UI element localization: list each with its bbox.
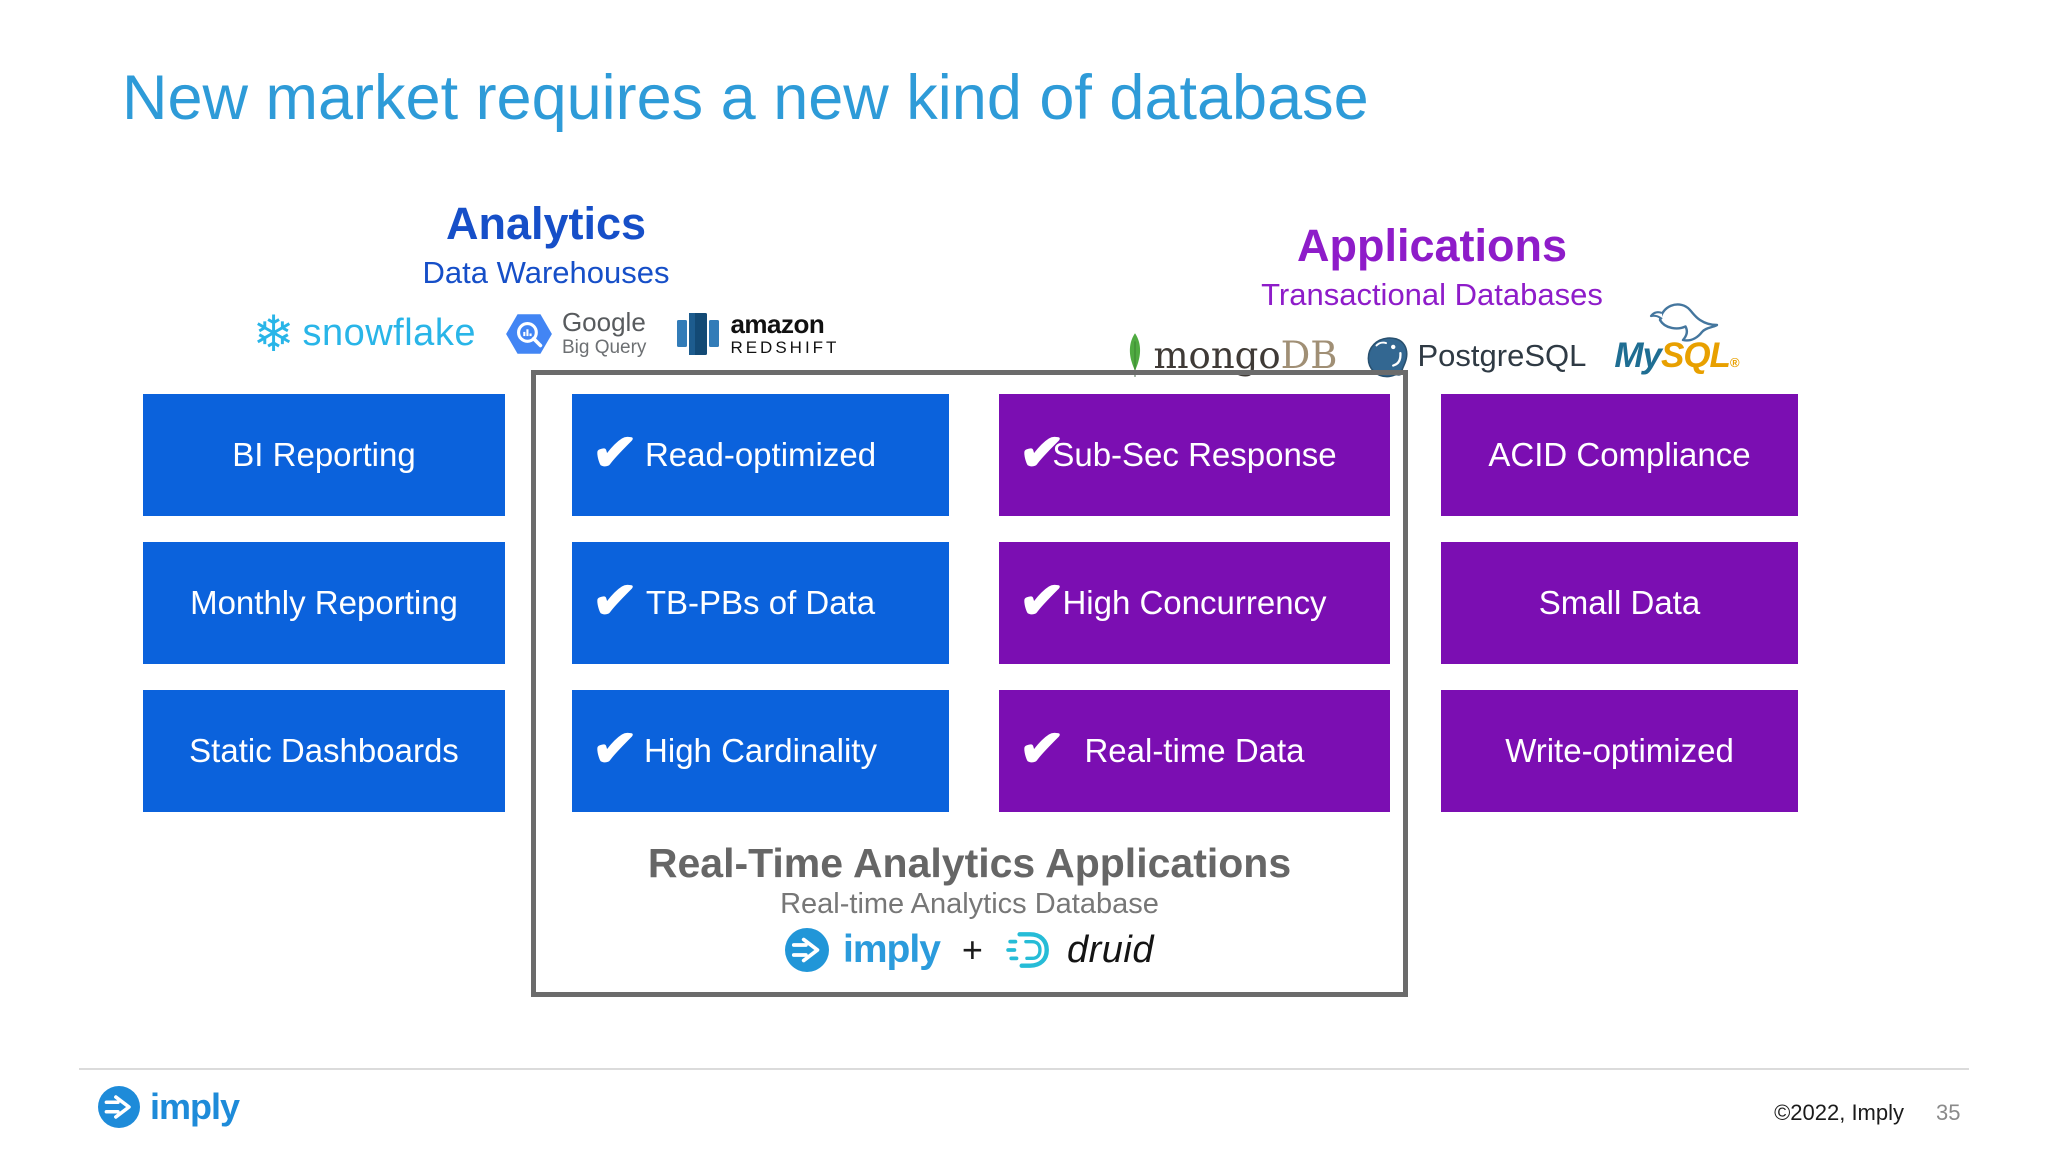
box-read-optimized: ✔ Read-optimized bbox=[572, 394, 949, 516]
redshift-wordmark: REDSHIFT bbox=[730, 337, 840, 357]
box-bi-reporting: BI Reporting bbox=[143, 394, 505, 516]
mysql-dolphin-icon bbox=[1650, 302, 1719, 342]
box-real-time-data: ✔ Real-time Data bbox=[999, 690, 1390, 812]
postgresql-logo: PostgreSQL bbox=[1365, 333, 1586, 379]
applications-subheading: Transactional Databases bbox=[1261, 276, 1603, 312]
analytics-heading: Analytics bbox=[445, 198, 647, 249]
amazon-wordmark: amazon bbox=[730, 308, 825, 339]
box-tb-pbs-of-data: ✔ TB-PBs of Data bbox=[572, 542, 949, 664]
imply-footer-wordmark: imply bbox=[150, 1086, 240, 1127]
page-title: New market requires a new kind of databa… bbox=[122, 63, 1369, 133]
copyright-text: ©2022, Imply bbox=[1774, 1100, 1904, 1125]
check-icon: ✔ bbox=[589, 717, 640, 781]
box-label: Write-optimized bbox=[1505, 732, 1734, 769]
frame-caption-logos: imply + druid bbox=[531, 926, 1408, 974]
plus-sign: + bbox=[961, 929, 983, 970]
box-label: BI Reporting bbox=[232, 436, 416, 473]
box-monthly-reporting: Monthly Reporting bbox=[143, 542, 505, 664]
check-icon: ✔ bbox=[1016, 569, 1067, 633]
bigquery-hexagon-icon bbox=[506, 313, 552, 354]
postgresql-wordmark: PostgreSQL bbox=[1417, 337, 1587, 373]
real-time-analytics-frame bbox=[531, 370, 1408, 997]
imply-circle-icon bbox=[785, 928, 830, 972]
applications-logo-row: mongoDB PostgreSQL MySQL® bbox=[1032, 302, 1832, 385]
druid-icon bbox=[1006, 932, 1049, 968]
box-label: Sub-Sec Response bbox=[1052, 436, 1337, 473]
box-high-cardinality: ✔ High Cardinality bbox=[572, 690, 949, 812]
box-label: Static Dashboards bbox=[189, 732, 459, 769]
box-sub-sec-response: ✔ Sub-Sec Response bbox=[999, 394, 1390, 516]
check-icon: ✔ bbox=[1016, 717, 1067, 781]
mongodb-wordmark: mongoDB bbox=[1153, 334, 1338, 378]
box-label: ACID Compliance bbox=[1488, 436, 1751, 473]
frame-caption-subheading: Real-time Analytics Database bbox=[780, 888, 1159, 920]
analytics-logo-row: ❄ snowflake Google Big Query bbox=[145, 305, 947, 363]
analytics-header: Analytics Data Warehouses ❄ snowflake Go… bbox=[145, 198, 947, 363]
applications-header: Applications Transactional Databases mon… bbox=[1032, 220, 1832, 385]
box-label: High Concurrency bbox=[1062, 584, 1327, 621]
snowflake-wordmark: snowflake bbox=[302, 312, 476, 355]
snowflake-icon: ❄ bbox=[252, 305, 295, 362]
google-bigquery-logo: Google Big Query bbox=[504, 306, 647, 359]
amazon-redshift-logo: amazon REDSHIFT bbox=[674, 309, 839, 359]
box-high-concurrency: ✔ High Concurrency bbox=[999, 542, 1390, 664]
box-label: Monthly Reporting bbox=[190, 584, 458, 621]
mysql-wordmark: MySQL® bbox=[1614, 335, 1739, 375]
box-label: TB-PBs of Data bbox=[645, 584, 876, 621]
imply-wordmark: imply bbox=[843, 928, 941, 971]
box-write-optimized: Write-optimized bbox=[1441, 690, 1798, 812]
druid-wordmark: druid bbox=[1066, 928, 1154, 971]
frame-caption-heading: Real-Time Analytics Applications bbox=[647, 840, 1292, 886]
box-label: High Cardinality bbox=[644, 732, 877, 769]
bigquery-wordmark: Big Query bbox=[561, 337, 647, 359]
check-icon: ✔ bbox=[589, 569, 640, 633]
imply-circle-icon bbox=[98, 1086, 140, 1128]
snowflake-logo: ❄ snowflake bbox=[253, 309, 476, 359]
applications-heading: Applications bbox=[1296, 220, 1568, 271]
analytics-subheading: Data Warehouses bbox=[422, 254, 670, 290]
box-label: Read-optimized bbox=[644, 436, 877, 473]
google-wordmark: Google bbox=[561, 306, 646, 337]
box-static-dashboards: Static Dashboards bbox=[143, 690, 505, 812]
page-number: 35 bbox=[1936, 1100, 1961, 1125]
box-small-data: Small Data bbox=[1441, 542, 1798, 664]
box-label: Small Data bbox=[1538, 584, 1701, 621]
box-label: Real-time Data bbox=[1084, 732, 1305, 769]
box-acid-compliance: ACID Compliance bbox=[1441, 394, 1798, 516]
redshift-database-icon bbox=[677, 312, 720, 355]
check-icon: ✔ bbox=[1016, 421, 1067, 485]
mysql-logo: MySQL® bbox=[1614, 302, 1739, 376]
check-icon: ✔ bbox=[589, 421, 640, 485]
footer-divider bbox=[79, 1068, 1969, 1070]
imply-footer-logo: imply bbox=[98, 1086, 240, 1128]
mongodb-logo: mongoDB bbox=[1125, 330, 1337, 382]
